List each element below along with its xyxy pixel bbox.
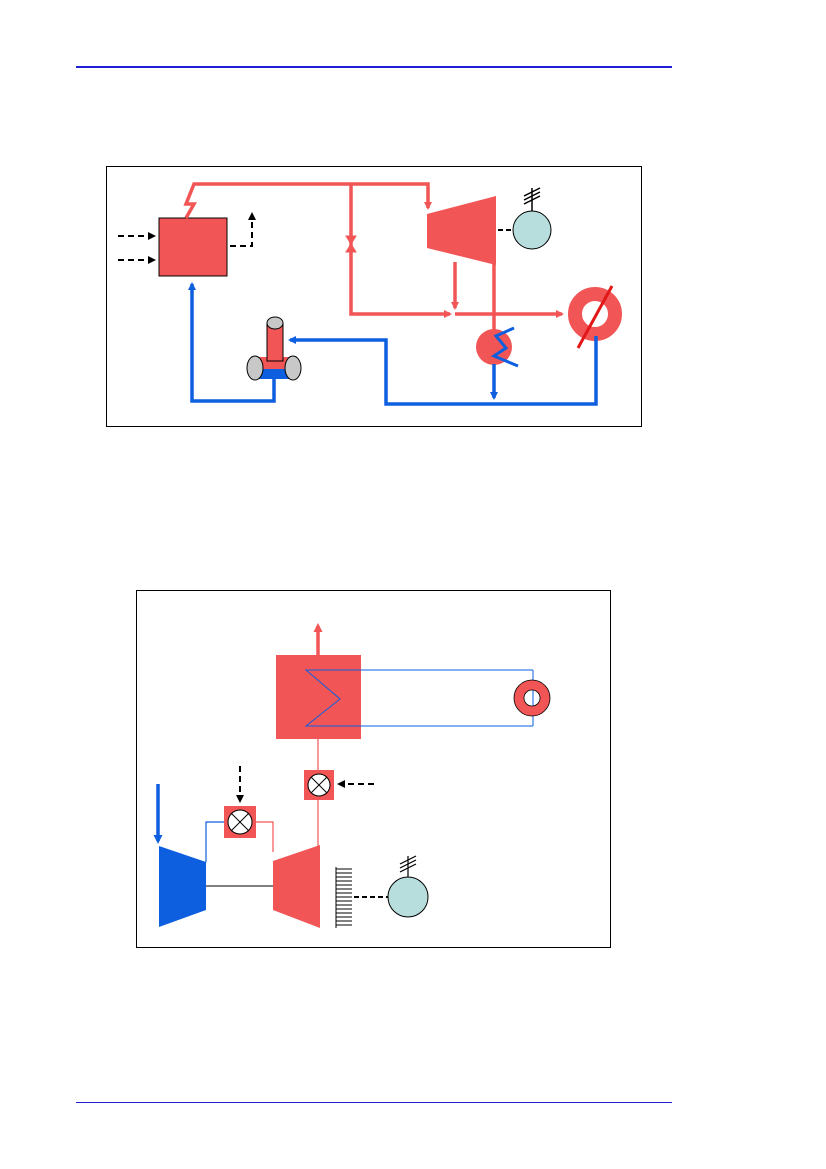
throttle-valve: [345, 235, 357, 253]
steam-cycle-diagram-frame: [106, 166, 642, 427]
heat-recovery-coil: [304, 669, 533, 727]
return-water-lines: [188, 282, 598, 406]
gas-turbine: [273, 845, 320, 928]
generator-terminal-icon: [399, 855, 417, 877]
generator: [387, 876, 429, 918]
compressed-air-line: [205, 821, 224, 862]
steam-turbine: [427, 196, 496, 265]
feedwater-pump: [246, 316, 302, 381]
heat-consumer: [514, 680, 550, 716]
page-bottom-rule: [76, 1102, 672, 1103]
condenser-cooling-coil: [490, 326, 519, 368]
page-top-rule: [76, 66, 672, 68]
condenser: [476, 329, 512, 365]
combustion-chamber: [224, 806, 256, 838]
fuel-valve-upper: [304, 770, 334, 800]
main-steam-line: [183, 182, 564, 330]
generator-terminal-icon: [523, 187, 541, 211]
boiler: [158, 217, 228, 277]
gas-turbine-diagram-frame: [136, 590, 611, 948]
boiler-fuel-inputs: [118, 232, 156, 264]
flue-gas-exhaust-arrow: [230, 212, 256, 247]
heat-consumer-slash: [576, 285, 614, 349]
compressor: [159, 846, 206, 927]
hot-gas-line: [256, 739, 319, 852]
heat-consumer: [568, 287, 622, 341]
coupling-gearbox: [335, 867, 352, 928]
heat-recovery-boiler: [276, 655, 361, 739]
